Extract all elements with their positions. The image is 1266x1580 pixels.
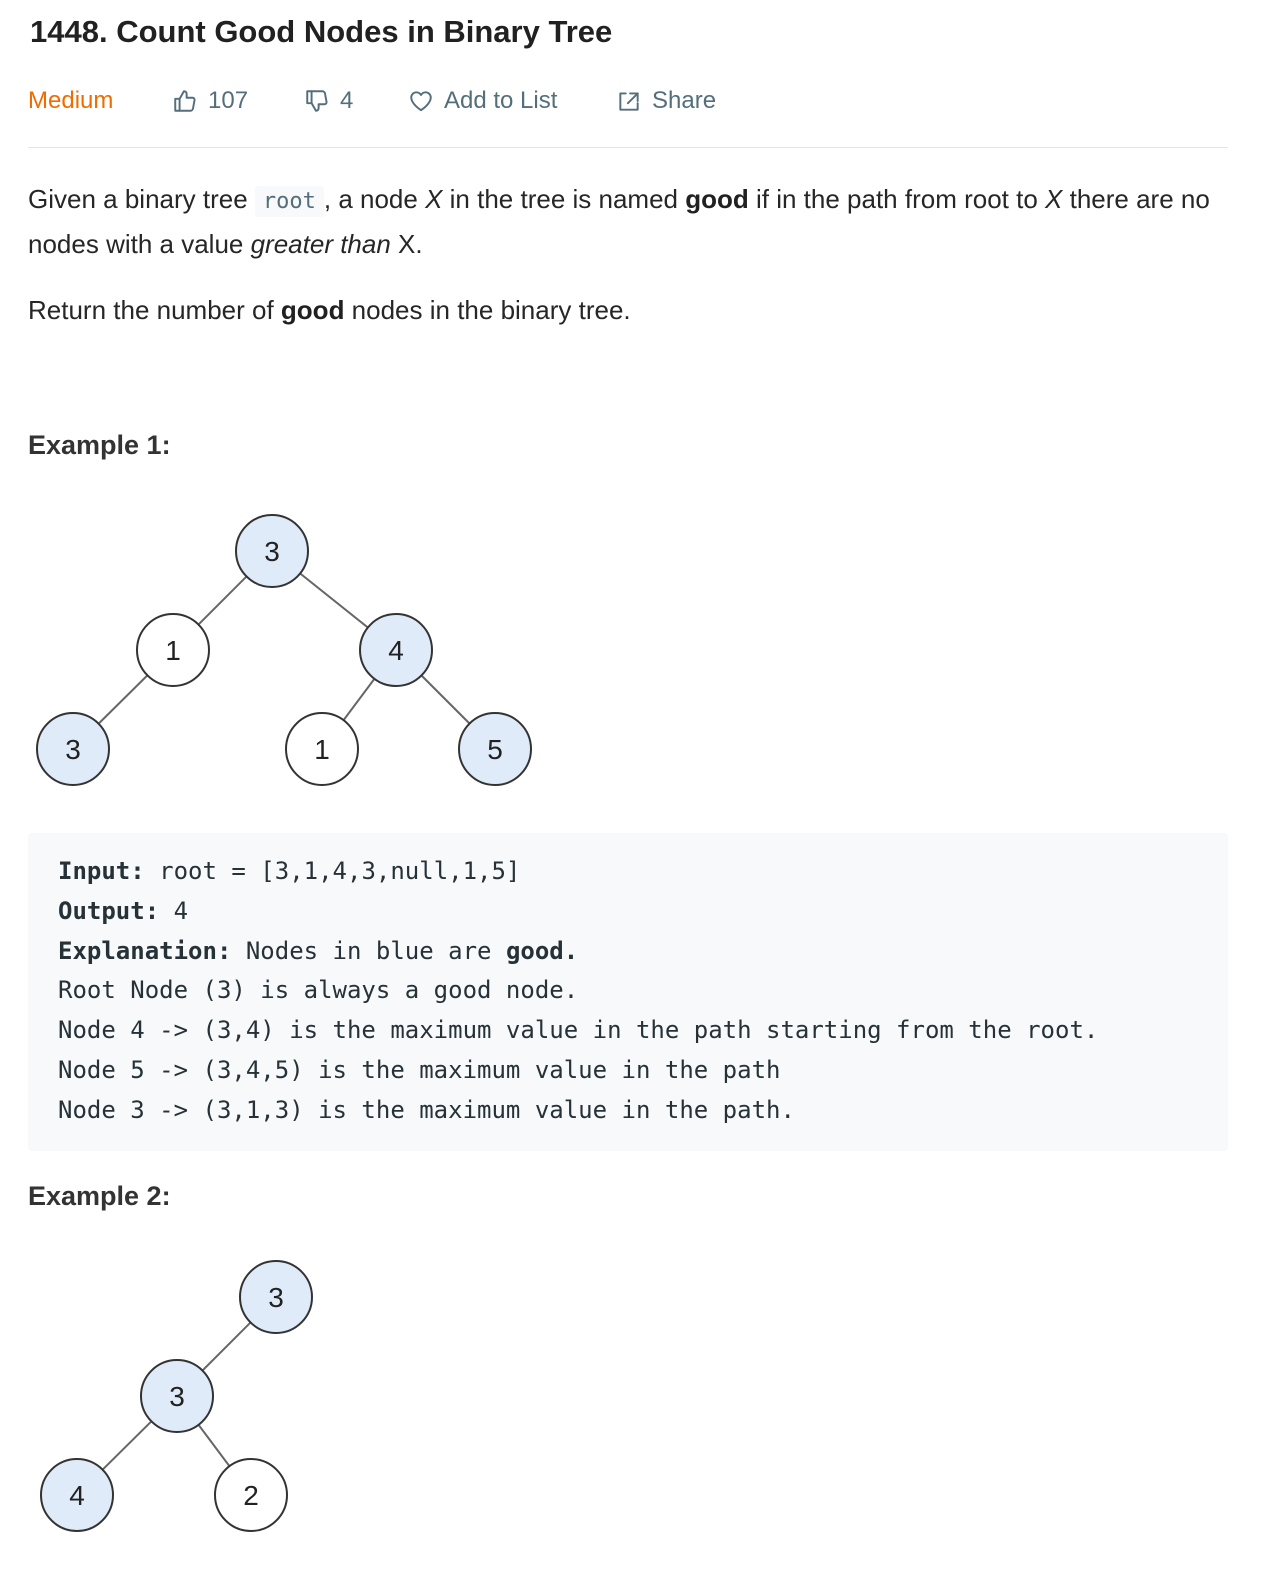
like-count: 107 [208, 87, 249, 114]
tree-node-circle [214, 1458, 288, 1532]
variable-x: X [1045, 184, 1063, 214]
input-line: Input: root = [3,1,4,3,null,1,5] [58, 852, 1228, 892]
difficulty-badge: Medium [28, 87, 114, 114]
add-to-list-label: Add to List [444, 87, 558, 114]
tree-node: 1 [285, 712, 359, 786]
problem-description: Given a binary tree root, a node X in th… [28, 178, 1238, 265]
dislike-count: 4 [340, 87, 354, 114]
example-2-heading: Example 2: [28, 1181, 171, 1211]
tree-node: 4 [359, 613, 433, 687]
output-line: Output: 4 [58, 892, 1228, 932]
tree-node-circle [136, 613, 210, 687]
share-button[interactable]: Share [616, 84, 716, 118]
tree-node: 5 [458, 712, 532, 786]
description-text: there are no nodes with a value [28, 184, 1210, 259]
tree-node-value: 3 [169, 1381, 185, 1412]
explanation-detail-line: Node 4 -> (3,4) is the maximum value in … [58, 1016, 1099, 1045]
tree-node: 3 [239, 1260, 313, 1334]
tree-node-circle [140, 1359, 214, 1433]
thumbs-up-icon [174, 90, 196, 112]
tree-node-circle [458, 712, 532, 786]
share-label: Share [652, 87, 717, 114]
share-icon [619, 92, 639, 111]
explanation-value: Nodes in blue are [231, 936, 506, 965]
tree-node-value: 4 [388, 635, 404, 666]
tree-node-value: 5 [487, 734, 503, 765]
like-button[interactable]: 107 [172, 84, 248, 118]
description-text: , a node [323, 184, 426, 214]
example-1-heading: Example 1: [28, 430, 171, 460]
tree-node-value: 3 [268, 1282, 284, 1313]
tree-node: 4 [40, 1458, 114, 1532]
description-text: X. [390, 229, 423, 259]
tree-node-value: 1 [314, 734, 330, 765]
tree-node-value: 1 [165, 635, 181, 666]
tree-node: 3 [36, 712, 110, 786]
tree-node: 2 [214, 1458, 288, 1532]
bold-good: good [280, 295, 345, 325]
header-divider [28, 147, 1228, 148]
problem-return-statement: Return the number of good nodes in the b… [28, 289, 1238, 331]
tree-node-value: 3 [65, 734, 81, 765]
tree-node-circle [235, 514, 309, 588]
explanation-detail-line: Root Node (3) is always a good node. [58, 976, 579, 1005]
input-value: root = [3,1,4,3,null,1,5] [144, 857, 521, 885]
description-text: in the tree is named [442, 184, 686, 214]
tree-node: 1 [136, 613, 210, 687]
tree-node: 3 [235, 514, 309, 588]
example-1-code-block: Input: root = [3,1,4,3,null,1,5] Output:… [28, 833, 1228, 1151]
example-2-tree-diagram: 3 3 4 2 [40, 1260, 313, 1532]
description-text: Given a binary tree [28, 184, 255, 214]
explanation-detail-line: Node 5 -> (3,4,5) is the maximum value i… [58, 1055, 781, 1084]
tree-node-circle [239, 1260, 313, 1334]
description-text: nodes in the binary tree. [344, 295, 631, 325]
tree-node-circle [359, 613, 433, 687]
example-1-tree-diagram: 3 1 4 3 1 5 [36, 514, 532, 786]
description-text: Return the number of [28, 295, 281, 325]
tree-node-value: 2 [243, 1480, 259, 1511]
thumbs-down-icon [306, 90, 328, 112]
tree-node-value: 4 [69, 1480, 85, 1511]
input-label: Input: [58, 857, 145, 885]
explanation-detail-line: Node 3 -> (3,1,3) is the maximum value i… [58, 1095, 795, 1124]
inline-code-root: root [254, 186, 324, 217]
output-value: 4 [159, 896, 189, 925]
add-to-list-button[interactable]: Add to List [408, 84, 557, 118]
tree-node-value: 3 [264, 536, 280, 567]
problem-title: 1448. Count Good Nodes in Binary Tree [30, 14, 613, 49]
tree-node: 3 [140, 1359, 214, 1433]
tree-node-circle [36, 712, 110, 786]
explanation-line: Explanation: Nodes in blue are good. [58, 932, 1228, 972]
italic-greater-than: greater than [250, 229, 391, 259]
dislike-button[interactable]: 4 [304, 84, 353, 118]
explanation-bold: good. [505, 936, 579, 965]
variable-x: X [425, 184, 443, 214]
tree-node-circle [285, 712, 359, 786]
heart-icon [410, 91, 432, 112]
output-label: Output: [58, 896, 160, 925]
description-text: if in the path from root to [748, 184, 1046, 214]
bold-good: good [685, 184, 749, 214]
tree-node-circle [40, 1458, 114, 1532]
explanation-label: Explanation: [58, 936, 232, 965]
